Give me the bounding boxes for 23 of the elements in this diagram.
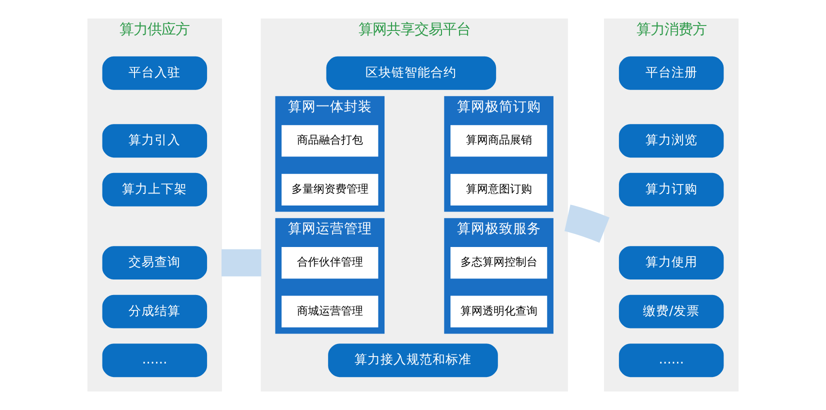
node-box: 平台注册: [618, 56, 724, 90]
node-box: 分成结算: [102, 294, 208, 328]
node-box: 区块链智能合约: [326, 56, 496, 90]
node-box: 算网透明化查询: [450, 294, 548, 328]
node-box: 缴费/发票: [618, 294, 724, 328]
node-box: 交易查询: [102, 246, 208, 280]
node-box: 算力使用: [618, 246, 724, 280]
node-box: 算力浏览: [618, 124, 724, 158]
node-box: 算力上下架: [102, 172, 208, 206]
node-box: 算力接入规范和标准: [328, 344, 498, 378]
node-box: 商城运营管理: [280, 294, 380, 328]
node-box: 多态算网控制台: [450, 246, 548, 280]
node-box: 算力引入: [102, 124, 208, 158]
node-box: 算网商品展销: [450, 124, 548, 158]
node-box: 合作伙伴管理: [280, 246, 380, 280]
node-box: 多量纲资费管理: [280, 172, 380, 206]
node-box: 算网意图订购: [450, 172, 548, 206]
connector: [222, 249, 262, 276]
node-box: ……: [102, 344, 208, 378]
node-box: 算力订购: [618, 172, 724, 206]
node-box: 平台入驻: [102, 56, 208, 90]
node-box: ……: [618, 344, 724, 378]
node-box: 商品融合打包: [280, 124, 380, 158]
